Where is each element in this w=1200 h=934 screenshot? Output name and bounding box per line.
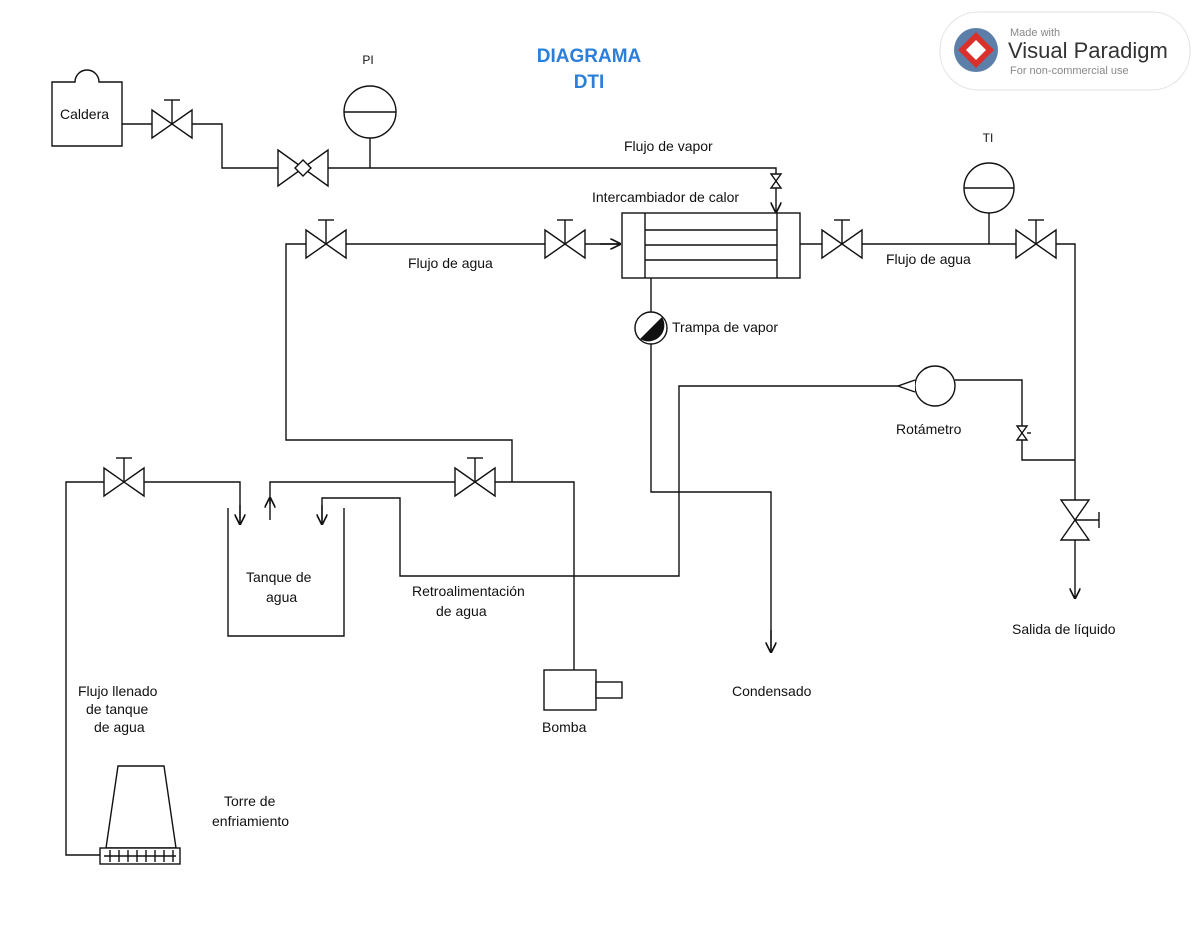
pressure-indicator	[343, 85, 397, 168]
watermark-made-with: Made with	[1010, 27, 1060, 39]
cooling-tower-label-line1: Torre de	[224, 793, 276, 809]
valve-water-outlet-1	[821, 219, 863, 260]
valve-pump-line	[454, 457, 496, 498]
pump-label: Bomba	[542, 719, 587, 735]
visual-paradigm-logo-icon	[954, 28, 998, 72]
heat-exchanger	[621, 212, 801, 279]
temperature-indicator-tag: TI	[983, 131, 994, 145]
condensate-line	[650, 278, 772, 652]
water-tank	[227, 508, 345, 637]
boiler-label: Caldera	[60, 106, 109, 122]
water-flow-label-left: Flujo de agua	[408, 255, 493, 271]
rotameter-small-valve	[1015, 425, 1031, 441]
steam-trap	[634, 311, 668, 345]
pump-suction-line	[269, 481, 575, 670]
tank-fill-label-line2: de tanque	[86, 701, 148, 717]
diagram-title-line2: DTI	[574, 72, 605, 93]
valve-water-outlet-2	[1015, 219, 1057, 260]
tank-fill-label-line3: de agua	[94, 719, 145, 735]
cooling-tower	[99, 765, 181, 865]
pump	[543, 669, 623, 711]
temperature-indicator	[963, 162, 1015, 244]
rotameter-line	[955, 379, 1075, 461]
feedback-line	[321, 385, 898, 577]
steam-trap-label: Trampa de vapor	[672, 319, 778, 335]
valve-water-inlet-1	[305, 219, 347, 260]
cooling-tower-label-line2: enfriamiento	[212, 813, 289, 829]
condensate-label: Condensado	[732, 683, 812, 699]
diagram-title-line1: DIAGRAMA	[537, 46, 642, 67]
water-inlet-line	[285, 243, 620, 482]
valve-tank-fill	[103, 457, 145, 498]
watermark-subtitle: For non-commercial use	[1010, 65, 1129, 77]
rotameter	[895, 365, 956, 407]
watermark-name: Visual Paradigm	[1008, 38, 1168, 63]
steam-inlet-small-valve	[769, 173, 783, 189]
valve-steam-main	[277, 148, 329, 188]
valve-boiler	[151, 99, 193, 140]
watermark-badge: Made with Visual Paradigm For non-commer…	[939, 11, 1191, 91]
heat-exchanger-label: Intercambiador de calor	[592, 189, 739, 205]
boiler: Caldera	[51, 69, 123, 147]
steam-flow-label: Flujo de vapor	[624, 138, 713, 154]
water-outlet-line	[800, 243, 1076, 500]
water-tank-label-line1: Tanque de	[246, 569, 312, 585]
water-tank-label-line2: agua	[266, 589, 297, 605]
feedback-label-line2: de agua	[436, 603, 487, 619]
pressure-indicator-tag: PI	[362, 53, 373, 67]
rotameter-label: Rotámetro	[896, 421, 962, 437]
feedback-label-line1: Retroalimentación	[412, 583, 525, 599]
valve-liquid-outlet	[1059, 499, 1100, 541]
valve-water-inlet-2	[544, 219, 586, 260]
tank-fill-label-line1: Flujo llenado	[78, 683, 158, 699]
liquid-outlet-label: Salida de líquido	[1012, 621, 1116, 637]
water-flow-label-right: Flujo de agua	[886, 251, 971, 267]
